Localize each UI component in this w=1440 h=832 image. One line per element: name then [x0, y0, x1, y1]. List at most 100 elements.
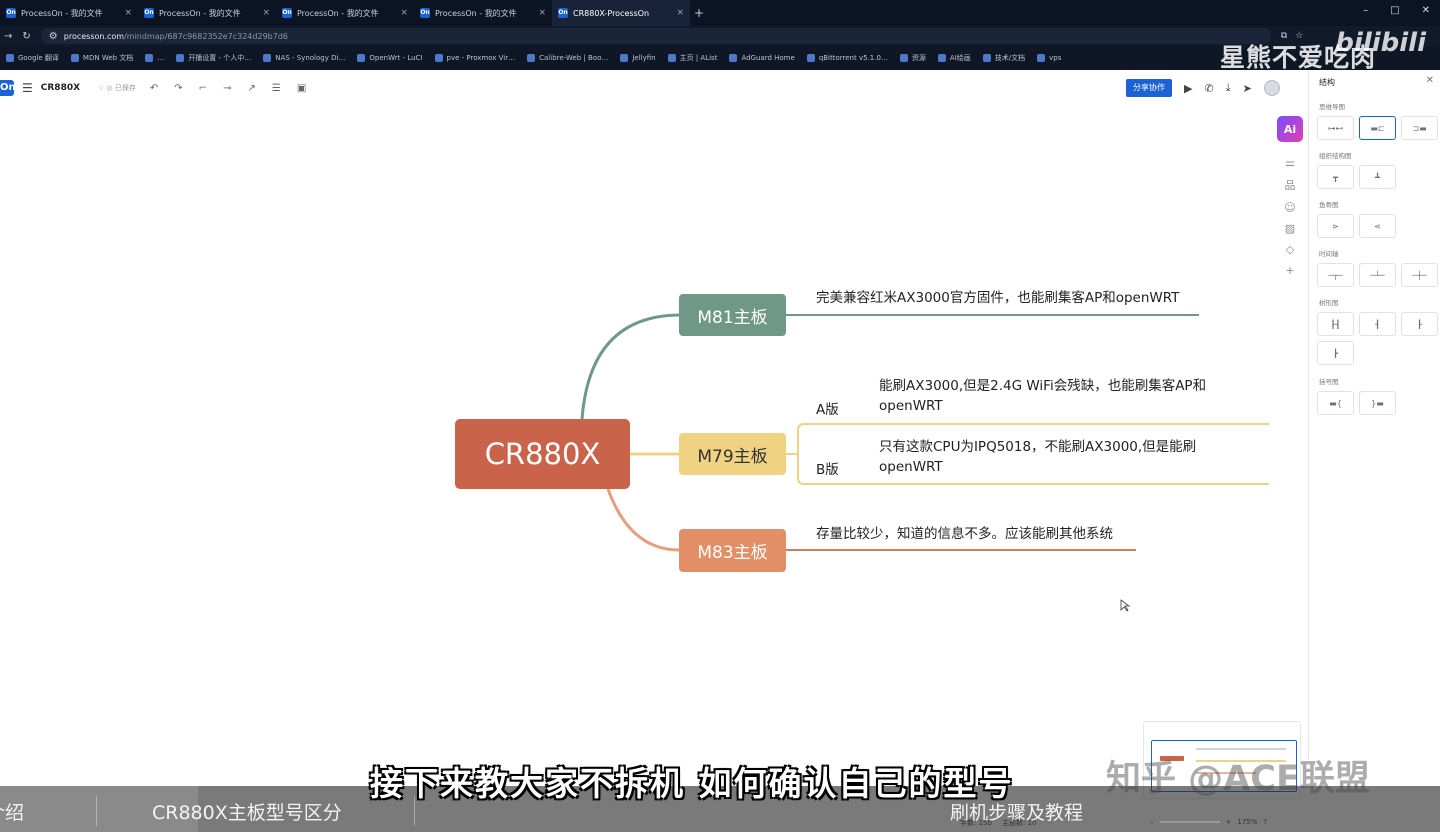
bookmark-label: pve - Proxmox Vir…	[446, 54, 516, 62]
bookmark-folder[interactable]: AI绘画	[937, 53, 971, 63]
bookmark[interactable]: …	[145, 54, 164, 62]
layout-tree-left-icon[interactable]: ┨	[1359, 312, 1396, 336]
new-tab-icon[interactable]: +	[694, 6, 705, 20]
minimize-icon[interactable]: –	[1363, 5, 1369, 16]
image-icon[interactable]: ▨	[1284, 222, 1296, 235]
zoom-slider[interactable]	[1159, 821, 1220, 823]
layout-timeline-3-icon[interactable]: ─┼─	[1401, 263, 1438, 287]
layout-tree-down-icon[interactable]: ┣	[1317, 341, 1354, 365]
bookmark[interactable]: Jellyfin	[620, 54, 656, 62]
subtopic-m79-a[interactable]: A版	[816, 402, 839, 418]
layout-mindmap-both-icon[interactable]: ⊶⊷	[1317, 116, 1354, 140]
site-info-icon[interactable]: ⚙	[48, 30, 58, 42]
layout-org-up-icon[interactable]: ┻	[1359, 165, 1396, 189]
star-icon[interactable]: ☆	[98, 84, 105, 92]
bookmark[interactable]: Calibre-Web | Boo…	[527, 54, 608, 62]
bookmark[interactable]: NAS - Synology Di…	[263, 54, 345, 62]
download-icon[interactable]: ⤓	[1225, 81, 1231, 94]
bookmark[interactable]: MDN Web 文档	[70, 53, 133, 63]
bookmark[interactable]: 开播设置 - 个人中…	[176, 53, 251, 63]
bookmark-folder[interactable]: 技术/文档	[982, 53, 1025, 63]
bookmark[interactable]: 主页 | AList	[667, 53, 717, 63]
close-icon[interactable]: ×	[676, 8, 684, 18]
layout-timeline-1-icon[interactable]: ─┬─	[1317, 263, 1354, 287]
subtopic-m83-desc[interactable]: 存量比较少，知道的信息不多。应该能刷其他系统	[816, 526, 1113, 542]
avatar[interactable]	[1263, 80, 1280, 96]
layout-tree-right-icon[interactable]: ┠	[1401, 312, 1438, 336]
topic-m83[interactable]: M83主板	[679, 529, 786, 572]
subtopic-m79-b-desc[interactable]: 只有这款CPU为IPQ5018，不能刷AX3000,但是能刷openWRT	[879, 439, 1197, 475]
layout-bracket-left-icon[interactable]: }▬	[1359, 391, 1396, 415]
processon-logo[interactable]: On	[0, 80, 16, 96]
help-icon[interactable]: ?	[1263, 818, 1268, 826]
structure-icon[interactable]: 品	[1284, 179, 1296, 192]
close-icon[interactable]: ×	[538, 8, 546, 18]
minimap-root	[1160, 756, 1184, 761]
subtopic-m81-desc[interactable]: 完美兼容红米AX3000官方固件，也能刷集客AP和openWRT	[816, 290, 1180, 306]
zoom-in-icon[interactable]: +	[1225, 818, 1232, 826]
root-topic[interactable]: CR880X	[455, 419, 630, 489]
topic-m81[interactable]: M81主板	[679, 294, 786, 336]
zoom-out-icon[interactable]: –	[1150, 818, 1154, 826]
close-icon[interactable]: ✕	[1425, 75, 1434, 86]
layout-org-down-icon[interactable]: ┳	[1317, 165, 1354, 189]
bookmark[interactable]: Google 翻译	[6, 53, 59, 63]
url-field[interactable]: ⚙ processon.com /mindmap/687c9682352e7c3…	[40, 28, 1271, 44]
folder-icon	[982, 54, 991, 62]
bookmark[interactable]: pve - Proxmox Vir…	[434, 54, 516, 62]
doc-title[interactable]: CR880X	[40, 83, 81, 93]
section-label: 括号图	[1319, 378, 1339, 386]
summary-icon[interactable]: ☰	[271, 82, 281, 94]
chapter-board-models[interactable]: CR880X主板型号区分	[152, 802, 342, 824]
close-icon[interactable]: ×	[262, 8, 270, 18]
redo-icon[interactable]: ↷	[174, 82, 183, 94]
menu-icon[interactable]: ☰	[22, 81, 33, 95]
reload-icon[interactable]: ↻	[22, 30, 31, 42]
close-icon[interactable]: ×	[400, 8, 408, 18]
layout-fishbone-right-icon[interactable]: ⋗	[1317, 214, 1354, 238]
bookmark[interactable]: AdGuard Home	[729, 54, 795, 62]
format-painter-icon[interactable]: ⌐	[198, 82, 208, 94]
subtopic-m79-a-desc[interactable]: 能刷AX3000,但是2.4G WiFi会残缺，也能刷集客AP和openWRT	[879, 378, 1207, 414]
layout-tree-both-icon[interactable]: ┠┨	[1317, 312, 1354, 336]
tag-icon[interactable]: ◇	[1285, 243, 1295, 256]
emoji-icon[interactable]: ☺	[1284, 201, 1296, 214]
chapter-intro[interactable]: 介绍	[0, 802, 25, 824]
maximize-icon[interactable]: □	[1390, 5, 1400, 16]
bookmark-icon	[357, 54, 366, 62]
insert-topic-icon[interactable]: ⊸	[223, 82, 232, 94]
layout-mindmap-left-icon[interactable]: ⊐▬	[1401, 116, 1438, 140]
install-icon[interactable]: ⧉	[1280, 31, 1288, 41]
subtopic-m79-b[interactable]: B版	[816, 462, 839, 478]
layout-bracket-right-icon[interactable]: ▬{	[1317, 391, 1354, 415]
bookmark-folder[interactable]: 资源	[899, 53, 926, 63]
bookmark[interactable]: qBittorrent v5.1.0…	[806, 54, 888, 62]
bookmark-star-icon[interactable]: ☆	[1295, 31, 1304, 41]
phone-icon[interactable]: ✆	[1204, 81, 1214, 95]
share-button[interactable]: 分享协作	[1126, 79, 1172, 97]
style-icon[interactable]: ⚌	[1285, 156, 1295, 169]
bookmark-folder[interactable]: vps	[1037, 54, 1061, 62]
send-icon[interactable]: ➤	[1242, 81, 1252, 95]
forward-icon[interactable]: →	[4, 30, 13, 42]
ai-button[interactable]: Ai	[1277, 116, 1303, 142]
close-icon[interactable]: ×	[124, 8, 132, 18]
layout-timeline-2-icon[interactable]: ─┴─	[1359, 263, 1396, 287]
undo-icon[interactable]: ↶	[149, 82, 159, 94]
layout-mindmap-right-icon[interactable]: ▬⊏	[1359, 116, 1396, 140]
close-window-icon[interactable]: ✕	[1421, 5, 1430, 16]
topic-m79[interactable]: M79主板	[679, 433, 786, 475]
bookmark[interactable]: OpenWrt - LuCI	[357, 54, 423, 62]
frame-icon[interactable]: ▣	[296, 82, 307, 94]
layout-fishbone-left-icon[interactable]: ⋖	[1359, 214, 1396, 238]
chapter-flash-steps[interactable]: 刷机步骤及教程	[950, 802, 1084, 824]
connector-icon[interactable]: ↗	[247, 82, 256, 94]
add-icon[interactable]: +	[1285, 264, 1295, 277]
present-icon[interactable]: ▶	[1184, 81, 1193, 95]
